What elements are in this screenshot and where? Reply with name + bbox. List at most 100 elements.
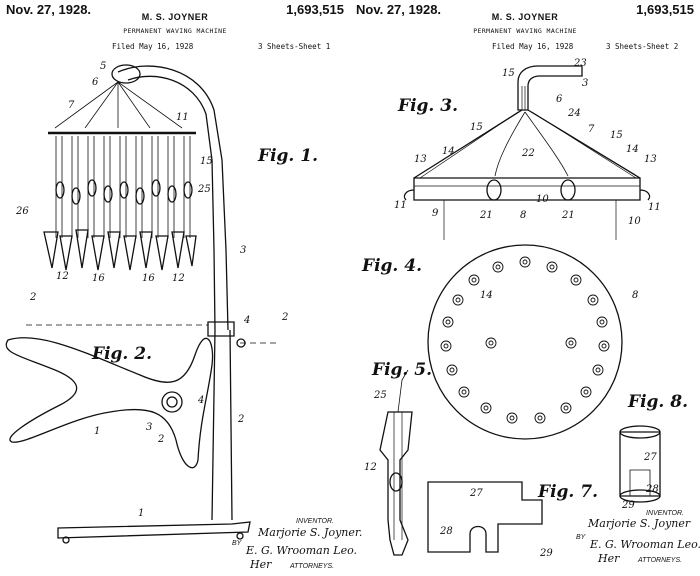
fig1-label: Fig. 1. [258, 146, 318, 166]
ref-3: 3 [582, 78, 589, 89]
fig1-floor-base [58, 522, 250, 538]
ref-25: 25 [198, 184, 211, 195]
ref-15b: 15 [470, 122, 483, 133]
fig8-label: Fig. 8. [628, 392, 688, 412]
stand-pole [212, 330, 215, 520]
inventor-signature: Marjorie S. Joyner. [258, 526, 363, 539]
fig3-head [518, 66, 582, 110]
ref-12b: 12 [172, 273, 185, 284]
patent-sheet-2: Nov. 27, 1928. 1,693,515 M. S. JOYNER PE… [350, 0, 700, 576]
her-label: Her [598, 552, 620, 565]
stand-arm [118, 66, 228, 330]
ref-6: 6 [92, 77, 99, 88]
fig4-disc [428, 245, 622, 439]
ref-2c: 2 [158, 434, 165, 445]
fig5-clip [380, 412, 412, 555]
ref-4b: 4 [198, 395, 205, 406]
patent-title: PERMANENT WAVING MACHINE [123, 27, 227, 35]
ref-2b: 2 [282, 312, 289, 323]
ref-22: 22 [522, 148, 535, 159]
patent-number: 1,693,515 [636, 2, 694, 17]
patent-title: PERMANENT WAVING MACHINE [473, 27, 577, 35]
by-label: BY [576, 534, 586, 541]
her-label: Her [250, 558, 272, 571]
fig7-plate [428, 482, 542, 552]
fig4-holes [441, 257, 609, 423]
ref-7: 7 [68, 100, 75, 111]
ref-12a: 12 [56, 271, 69, 282]
ref-7: 7 [588, 124, 595, 135]
ref-1a: 1 [94, 426, 101, 437]
sheet-count: 3 Sheets-Sheet 2 [606, 42, 679, 51]
ref-2d: 2 [238, 414, 245, 425]
ref-13a: 13 [414, 154, 427, 165]
curler-clips [44, 180, 196, 270]
inventor-name-header: M. S. JOYNER [491, 12, 559, 22]
ref-15c: 15 [610, 130, 623, 141]
inventor-label: INVENTOR. [296, 518, 334, 525]
fig5-label: Fig. 5. [372, 360, 432, 380]
attorneys-label: ATTORNEYS. [638, 557, 683, 564]
ref-11a: 11 [394, 200, 407, 211]
fig4-label: Fig. 4. [362, 256, 422, 276]
collar [208, 322, 234, 336]
fig2-base [6, 338, 212, 468]
by-label: BY [232, 540, 242, 547]
inventor-signature: Marjorie S. Joyner [588, 517, 691, 530]
ref-14c: 14 [480, 290, 493, 301]
ref-10b: 10 [628, 216, 641, 227]
ref-16b: 16 [142, 273, 155, 284]
issue-date: Nov. 27, 1928. [6, 2, 92, 17]
ref-12: 12 [364, 462, 377, 473]
head-cap [112, 65, 140, 83]
fig1-fig2-drawing [0, 0, 350, 576]
ref-1b: 1 [138, 508, 145, 519]
ref-2a: 2 [30, 292, 37, 303]
ref-21a: 21 [480, 210, 493, 221]
ref-6: 6 [556, 94, 563, 105]
ref-4a: 4 [244, 315, 251, 326]
ref-14a: 14 [442, 146, 455, 157]
ref-29b: 29 [622, 500, 635, 511]
ref-27a: 27 [470, 488, 483, 499]
fig2-pole-socket [162, 392, 182, 412]
ref-14b: 14 [626, 144, 639, 155]
fig3-label: Fig. 3. [398, 96, 458, 116]
ref-15: 15 [200, 156, 213, 167]
fig3-tray [414, 178, 640, 200]
fig2-label: Fig. 2. [92, 344, 152, 364]
issue-date: Nov. 27, 1928. [356, 2, 442, 17]
ref-15a: 15 [502, 68, 515, 79]
filed-date: Filed May 16, 1928 [492, 42, 574, 51]
ref-3b: 3 [146, 422, 153, 433]
filed-date: Filed May 16, 1928 [112, 42, 194, 51]
ref-5: 5 [100, 61, 107, 72]
ref-8a: 8 [520, 210, 527, 221]
fig3-to-fig8-drawing [350, 0, 700, 576]
ref-28a: 28 [440, 526, 453, 537]
ref-11b: 11 [648, 202, 661, 213]
ref-8b: 8 [632, 290, 639, 301]
ref-3: 3 [240, 245, 247, 256]
ref-13b: 13 [644, 154, 657, 165]
ref-29a: 29 [540, 548, 553, 559]
attorneys-label: ATTORNEYS. [290, 563, 335, 570]
ref-26: 26 [16, 206, 29, 217]
attorney-signature: E. G. Wrooman Leo. [246, 544, 358, 557]
ref-24: 24 [568, 108, 581, 119]
ref-16a: 16 [92, 273, 105, 284]
ref-25: 25 [374, 390, 387, 401]
ref-28b: 28 [646, 484, 659, 495]
patent-sheet-1: Nov. 27, 1928. 1,693,515 M. S. JOYNER PE… [0, 0, 362, 576]
ref-27b: 27 [644, 452, 657, 463]
sheet-count: 3 Sheets-Sheet 1 [258, 42, 331, 51]
ref-21b: 21 [562, 210, 575, 221]
patent-number: 1,693,515 [286, 2, 344, 17]
attorney-signature: E. G. Wrooman Leo. [590, 538, 700, 551]
inventor-label: INVENTOR. [646, 510, 684, 517]
fig7-label: Fig. 7. [538, 482, 598, 502]
ref-11: 11 [176, 112, 189, 123]
ref-9: 9 [432, 208, 439, 219]
inventor-name-header: M. S. JOYNER [141, 12, 209, 22]
ref-23: 23 [574, 58, 587, 69]
